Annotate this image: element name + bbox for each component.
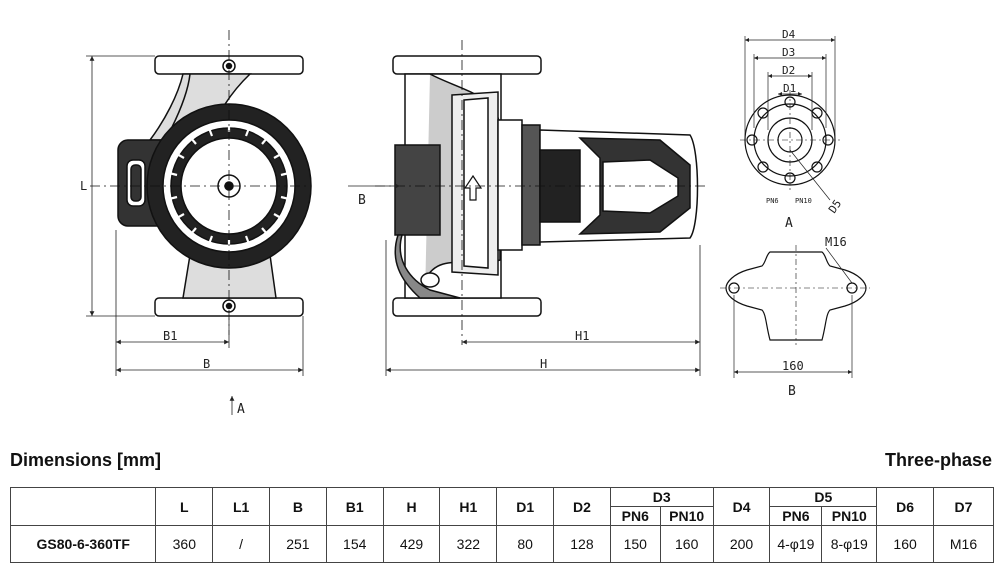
base-plate-dimensions [733,247,853,378]
header-D5-PN10: PN10 [821,506,878,526]
cell-D2: 128 [553,525,611,563]
flange-view-a [740,90,840,190]
table-subheader-row: PN6 PN10 PN6 PN10 [11,506,994,526]
header-D3: D3 [609,487,714,507]
header-model [9,487,157,526]
dimensions-title: Dimensions [mm] [10,450,162,470]
label-H1: H1 [575,329,589,343]
label-160: 160 [782,359,804,373]
cell-L: 360 [155,525,214,563]
label-L: L [80,179,87,193]
cell-L1: / [212,525,271,563]
cell-D5-PN6: 4-φ19 [769,525,823,563]
cell-model: GS80-6-360TF [9,525,157,563]
header-D1: D1 [496,487,555,526]
side-view [375,40,705,345]
side-view-dimensions [348,183,701,376]
label-view-B: B [788,384,796,399]
header-L1: L1 [212,487,271,526]
label-B1: B1 [163,329,177,343]
table-row: GS80-6-360TF 360 / 251 154 429 322 80 12… [9,525,994,563]
cell-D6: 160 [876,525,935,563]
label-A-arrow: A [237,402,245,417]
label-D2: D2 [782,64,795,77]
front-view [90,30,312,335]
cell-D7: M16 [933,525,994,563]
cell-B: 251 [269,525,327,563]
base-plate-view-b [720,245,870,345]
cell-D4: 200 [712,525,771,563]
label-D5: D5 [826,197,844,215]
header-D3-PN10: PN10 [659,506,714,526]
flange-dimensions [744,36,836,201]
label-side-B: B [358,193,366,208]
label-D3: D3 [782,46,795,59]
header-H1: H1 [439,487,498,526]
cell-B1: 154 [325,525,384,563]
header-B: B [269,487,327,526]
cell-D3-PN10: 160 [659,525,714,563]
label-M16: M16 [825,235,847,249]
header-D2: D2 [553,487,611,526]
header-D3-PN6: PN6 [609,506,661,526]
header-D4: D4 [712,487,771,526]
label-view-A: A [785,216,793,231]
header-B1: B1 [325,487,384,526]
cell-H1: 322 [439,525,498,563]
header-D5: D5 [769,487,878,507]
dimensions-table: L L1 B B1 H H1 D1 D2 D3 D4 D5 D6 D7 PN6 … [9,487,994,563]
header-D5-PN6: PN6 [769,506,823,526]
cell-D3-PN6: 150 [609,525,661,563]
label-D4: D4 [782,28,796,41]
technical-drawing: L B1 B A B H1 H [80,28,870,417]
cell-D1: 80 [496,525,555,563]
label-flange-PN10: PN10 [795,197,812,205]
label-B: B [203,357,210,371]
label-flange-PN6: PN6 [766,197,779,205]
header-D6: D6 [876,487,935,526]
phase-label: Three-phase [884,450,992,470]
table-header-row: L L1 B B1 H H1 D1 D2 D3 D4 D5 D6 D7 [9,487,994,526]
header-D7: D7 [933,487,994,526]
header-L: L [155,487,214,526]
label-H: H [540,357,547,371]
cell-H: 429 [382,525,441,563]
cell-D5-PN10: 8-φ19 [821,525,878,563]
label-D1: D1 [783,82,796,95]
header-H: H [382,487,441,526]
front-view-dimensions [86,55,304,415]
